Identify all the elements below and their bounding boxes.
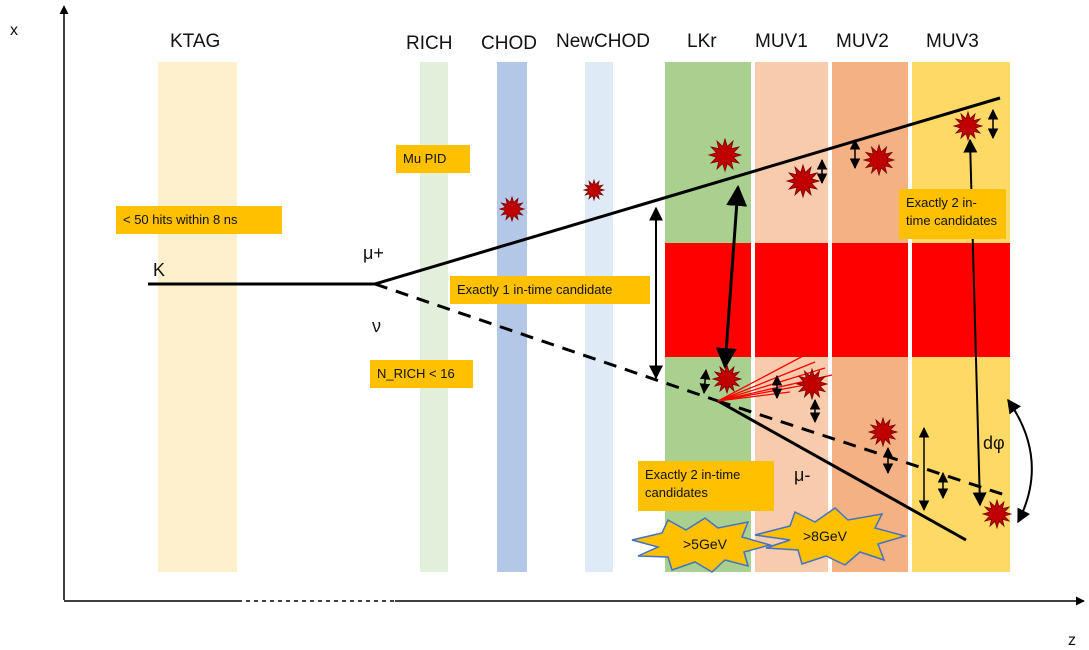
muv-energy-burst <box>754 507 908 566</box>
small-arrows <box>699 108 999 512</box>
hit-marker <box>862 143 896 177</box>
hit-marker <box>582 178 606 202</box>
neutrino-label: ν <box>372 316 381 336</box>
hit-marker <box>498 195 526 223</box>
hit-marker <box>981 498 1013 530</box>
rich-cut-box: N_RICH < 16 <box>370 360 473 388</box>
ktag-band <box>158 62 237 572</box>
muv3-cut-box: Exactly 2 in-time candidates <box>899 189 1006 239</box>
detector-label-muv1: MUV1 <box>755 31 808 52</box>
neutrino-track <box>374 282 719 403</box>
hit-marker <box>867 416 899 448</box>
lkr-distance-arrow <box>715 184 748 370</box>
muv-energy-label: >8GeV <box>803 528 847 544</box>
ktag-cut-box: < 50 hits within 8 ns <box>116 206 282 234</box>
chod-band <box>497 62 527 572</box>
detector-label-muv2: MUV2 <box>836 31 889 52</box>
mu-minus-label: μ- <box>794 465 811 485</box>
nu-extrapolation <box>717 399 1006 497</box>
mu-plus-label: μ+ <box>363 243 384 263</box>
detector-label-chod: CHOD <box>481 33 537 54</box>
mu-pid-box: Mu PID <box>396 145 470 173</box>
lkr-energy-label: >5GeV <box>683 536 727 552</box>
detector-label-lkr: LKr <box>687 31 717 52</box>
hit-marker <box>795 367 829 401</box>
rich-band <box>420 62 448 572</box>
hit-markers <box>498 110 1013 530</box>
hit-marker <box>707 137 743 173</box>
detector-label-ktag: KTAG <box>170 31 221 52</box>
detector-label-muv3: MUV3 <box>926 31 979 52</box>
dphi-arc-arrow <box>1007 398 1033 524</box>
lkr-cut-box: Exactly 2 in-time candidates <box>638 461 774 511</box>
hit-marker <box>785 163 821 199</box>
kaon-label: K <box>153 260 166 280</box>
dphi-label: dφ <box>983 433 1005 453</box>
mu-minus-track <box>717 399 967 542</box>
detector-label-rich: RICH <box>406 33 453 54</box>
hit-marker <box>952 110 984 142</box>
chod-cut-box: Exactly 1 in-time candidate <box>450 276 650 304</box>
hit-marker <box>711 363 743 395</box>
newchod-band <box>585 62 613 572</box>
mu-plus-track <box>374 96 1001 286</box>
detector-label-newchod: NewCHOD <box>556 31 650 52</box>
lkr-energy-burst <box>631 517 773 573</box>
z-axis-label: z <box>1068 632 1076 649</box>
x-axis-label: x <box>10 22 18 39</box>
red-band <box>665 243 1010 357</box>
